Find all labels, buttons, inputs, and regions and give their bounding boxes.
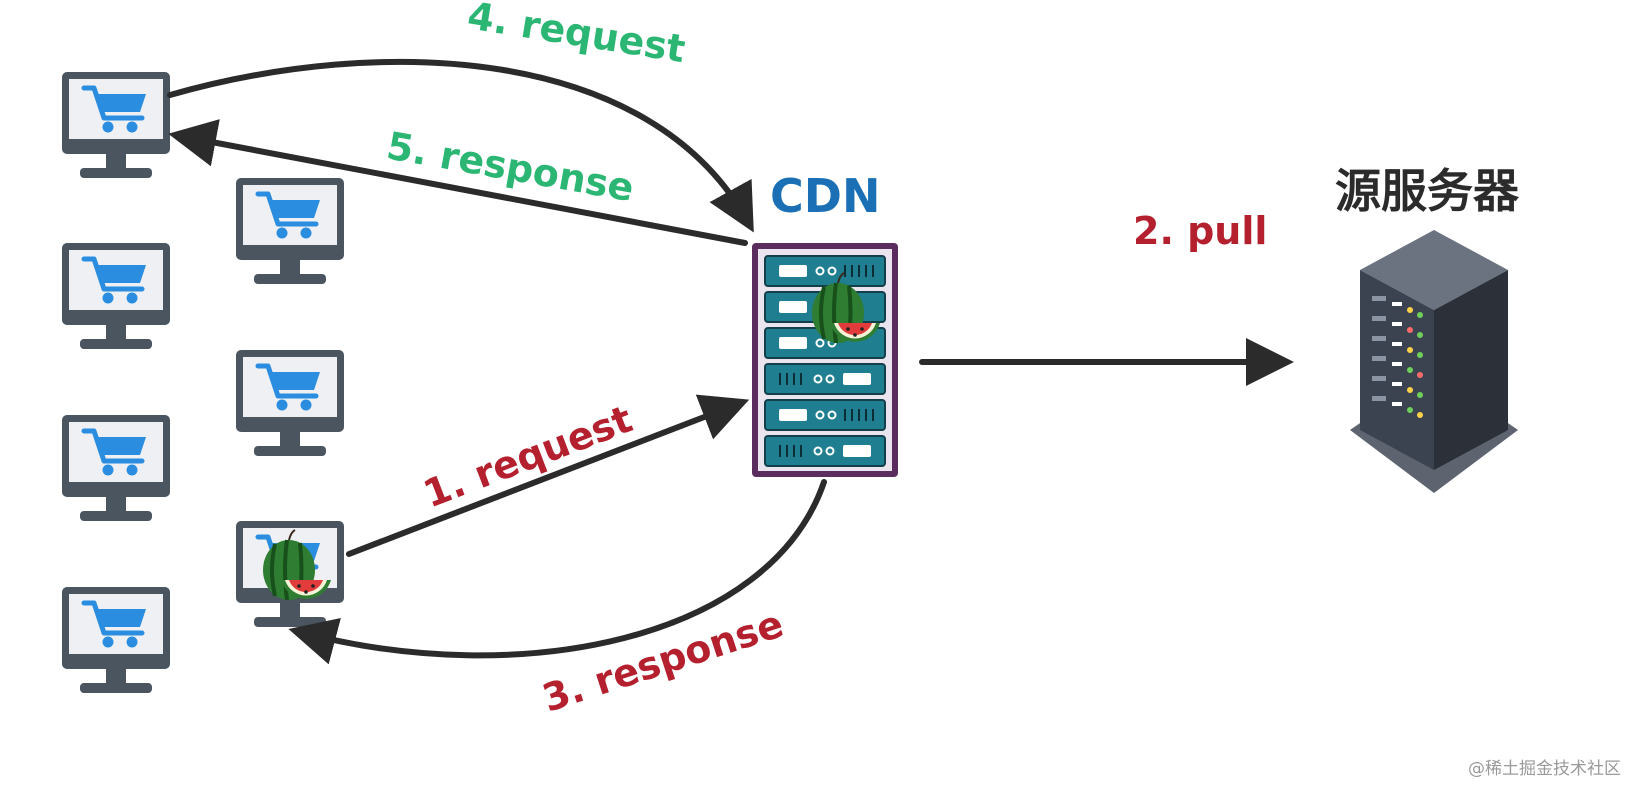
arrow-step-1 xyxy=(346,394,750,557)
origin-server-title: 源服务器 xyxy=(1335,164,1520,218)
server-tower-icon xyxy=(1350,230,1518,493)
client-monitor-7 xyxy=(62,587,170,693)
step-3-label: 3. response xyxy=(537,601,788,720)
client-monitor-5 xyxy=(62,415,170,521)
arrow-step-3 xyxy=(288,479,827,665)
arrow-step-4 xyxy=(167,58,754,233)
client-monitor-3 xyxy=(62,243,170,349)
client-monitor-1 xyxy=(62,72,170,178)
client-monitor-4 xyxy=(236,350,344,456)
watermark: @稀土掘金技术社区 xyxy=(1468,759,1621,779)
client-monitor-2 xyxy=(236,178,344,284)
arrow-step-5 xyxy=(168,119,748,246)
cdn-title: CDN xyxy=(770,169,880,223)
server-rack-icon xyxy=(752,243,898,477)
step-2-label: 2. pull xyxy=(1133,209,1267,253)
step-4-label: 4. request xyxy=(465,0,689,71)
